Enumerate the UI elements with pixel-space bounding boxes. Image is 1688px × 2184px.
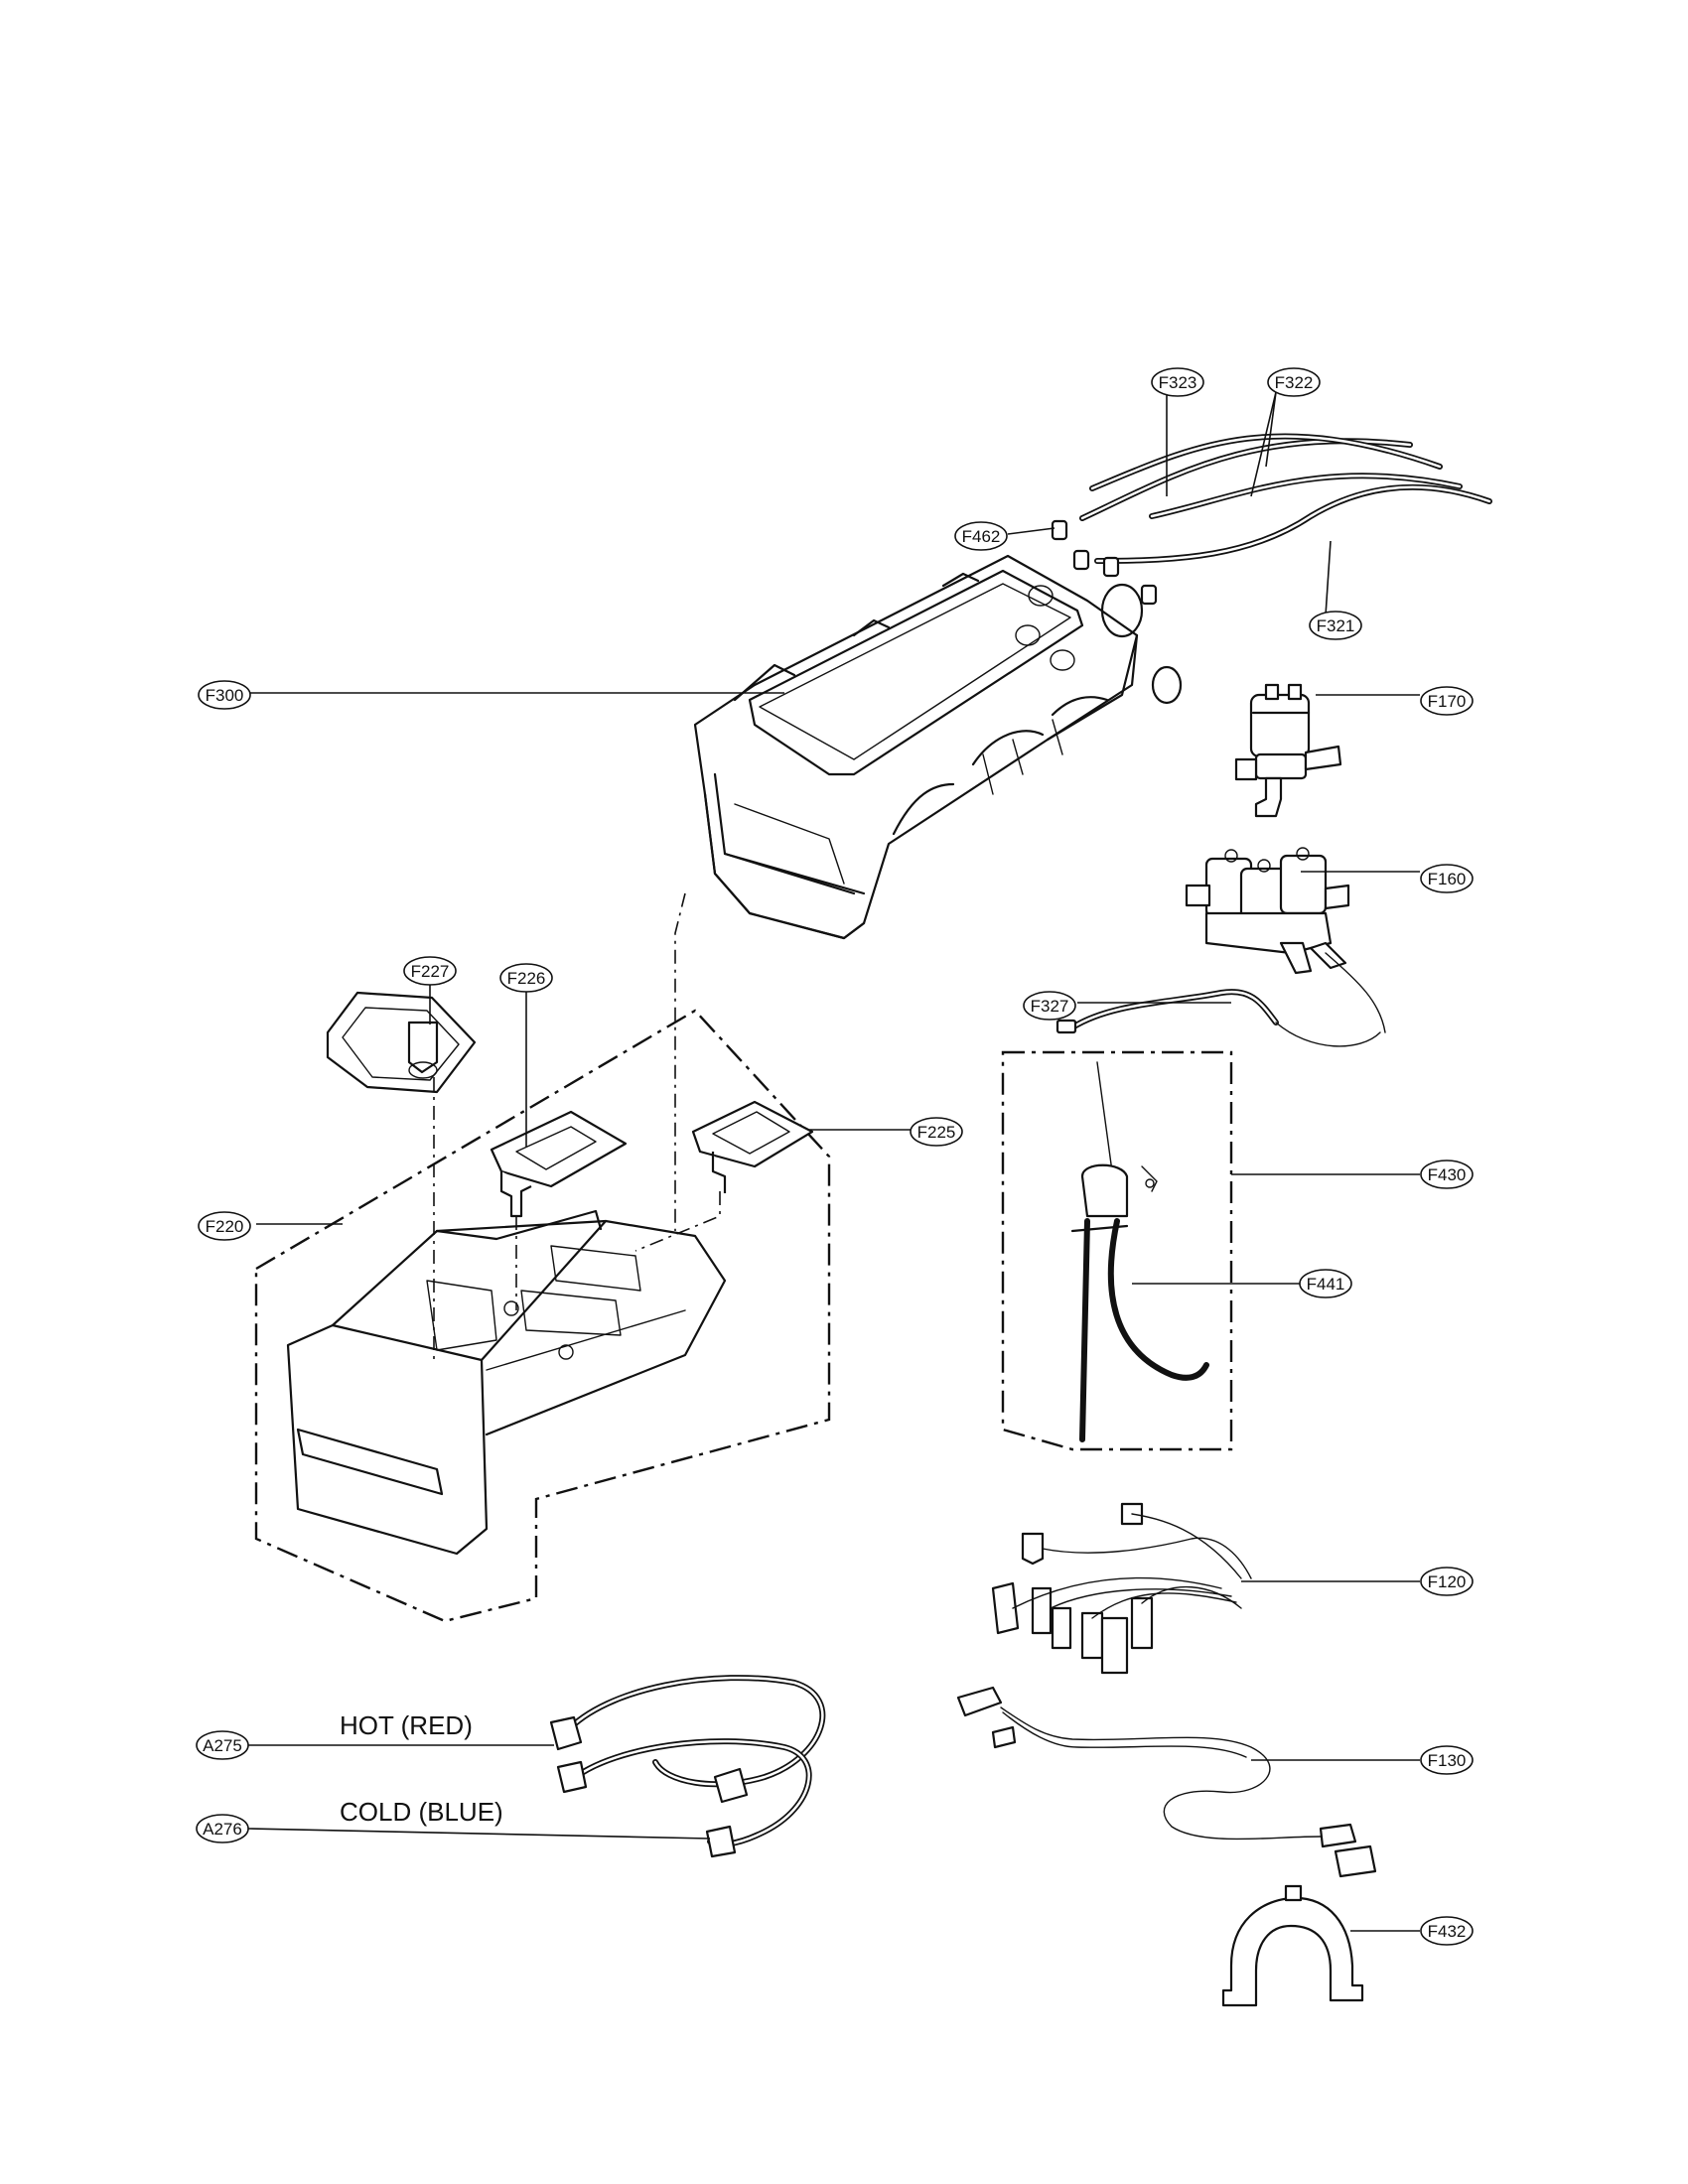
svg-text:F170: F170 xyxy=(1428,692,1467,711)
callout-f462: F462 xyxy=(954,521,1008,551)
callout-f160: F160 xyxy=(1420,864,1474,893)
wire-lead xyxy=(1055,989,1381,1047)
single-inlet-valve xyxy=(1234,683,1342,818)
svg-text:F300: F300 xyxy=(206,686,244,705)
callout-f170: F170 xyxy=(1420,686,1474,716)
siphon-cap-center xyxy=(490,1110,628,1218)
wire-harness xyxy=(991,1502,1252,1675)
hose-clip xyxy=(1221,1884,1364,2007)
svg-text:F322: F322 xyxy=(1275,373,1314,392)
dispenser-housing xyxy=(693,554,1183,940)
callout-f220: F220 xyxy=(198,1211,251,1241)
svg-text:F160: F160 xyxy=(1428,870,1467,888)
drawer-assembly-boundary xyxy=(254,1009,831,1623)
svg-text:F227: F227 xyxy=(411,962,450,981)
drain-assembly-boundary xyxy=(1001,1050,1233,1451)
callout-a276: A276 xyxy=(196,1814,249,1843)
svg-text:F130: F130 xyxy=(1428,1751,1467,1770)
cold-hose-caption: COLD (BLUE) xyxy=(340,1797,503,1827)
svg-text:F462: F462 xyxy=(962,527,1001,546)
fill-hoses xyxy=(549,1675,826,1858)
svg-text:F226: F226 xyxy=(507,969,546,988)
inlet-hoses xyxy=(1051,433,1492,606)
hot-hose-caption: HOT (RED) xyxy=(340,1710,473,1740)
svg-text:F327: F327 xyxy=(1031,997,1069,1016)
callout-f226: F226 xyxy=(499,963,553,993)
svg-text:F220: F220 xyxy=(206,1217,244,1236)
svg-text:F120: F120 xyxy=(1428,1572,1467,1591)
detergent-drawer xyxy=(286,1209,727,1556)
callout-f323: F323 xyxy=(1151,367,1204,397)
callout-f300: F300 xyxy=(198,680,251,710)
callout-f322: F322 xyxy=(1267,367,1321,397)
svg-text:F225: F225 xyxy=(917,1123,956,1142)
siphon-cap-right xyxy=(691,1100,814,1193)
callout-f120: F120 xyxy=(1420,1567,1474,1596)
callout-f441: F441 xyxy=(1299,1269,1352,1298)
callout-f227: F227 xyxy=(403,956,457,986)
svg-text:F321: F321 xyxy=(1317,616,1355,635)
drain-hose xyxy=(1070,1061,1209,1442)
callout-f432: F432 xyxy=(1420,1916,1474,1946)
callout-f321: F321 xyxy=(1309,611,1362,640)
svg-text:F432: F432 xyxy=(1428,1922,1467,1941)
svg-text:F323: F323 xyxy=(1159,373,1197,392)
callout-f430: F430 xyxy=(1420,1160,1474,1189)
callout-f225: F225 xyxy=(910,1117,963,1147)
callout-f327: F327 xyxy=(1023,991,1076,1021)
svg-text:A275: A275 xyxy=(203,1736,242,1755)
triple-inlet-valve xyxy=(1185,847,1386,1033)
leader-lines xyxy=(247,391,1420,1932)
svg-text:F430: F430 xyxy=(1428,1165,1467,1184)
leader-dash-f225 xyxy=(634,1191,721,1252)
svg-text:F441: F441 xyxy=(1307,1275,1345,1294)
svg-text:A276: A276 xyxy=(203,1820,242,1839)
sensor-harness xyxy=(956,1686,1377,1878)
callout-a275: A275 xyxy=(196,1730,249,1760)
leader-dash-housing xyxy=(674,892,686,1231)
callout-f130: F130 xyxy=(1420,1745,1474,1775)
softener-cup xyxy=(326,991,477,1094)
